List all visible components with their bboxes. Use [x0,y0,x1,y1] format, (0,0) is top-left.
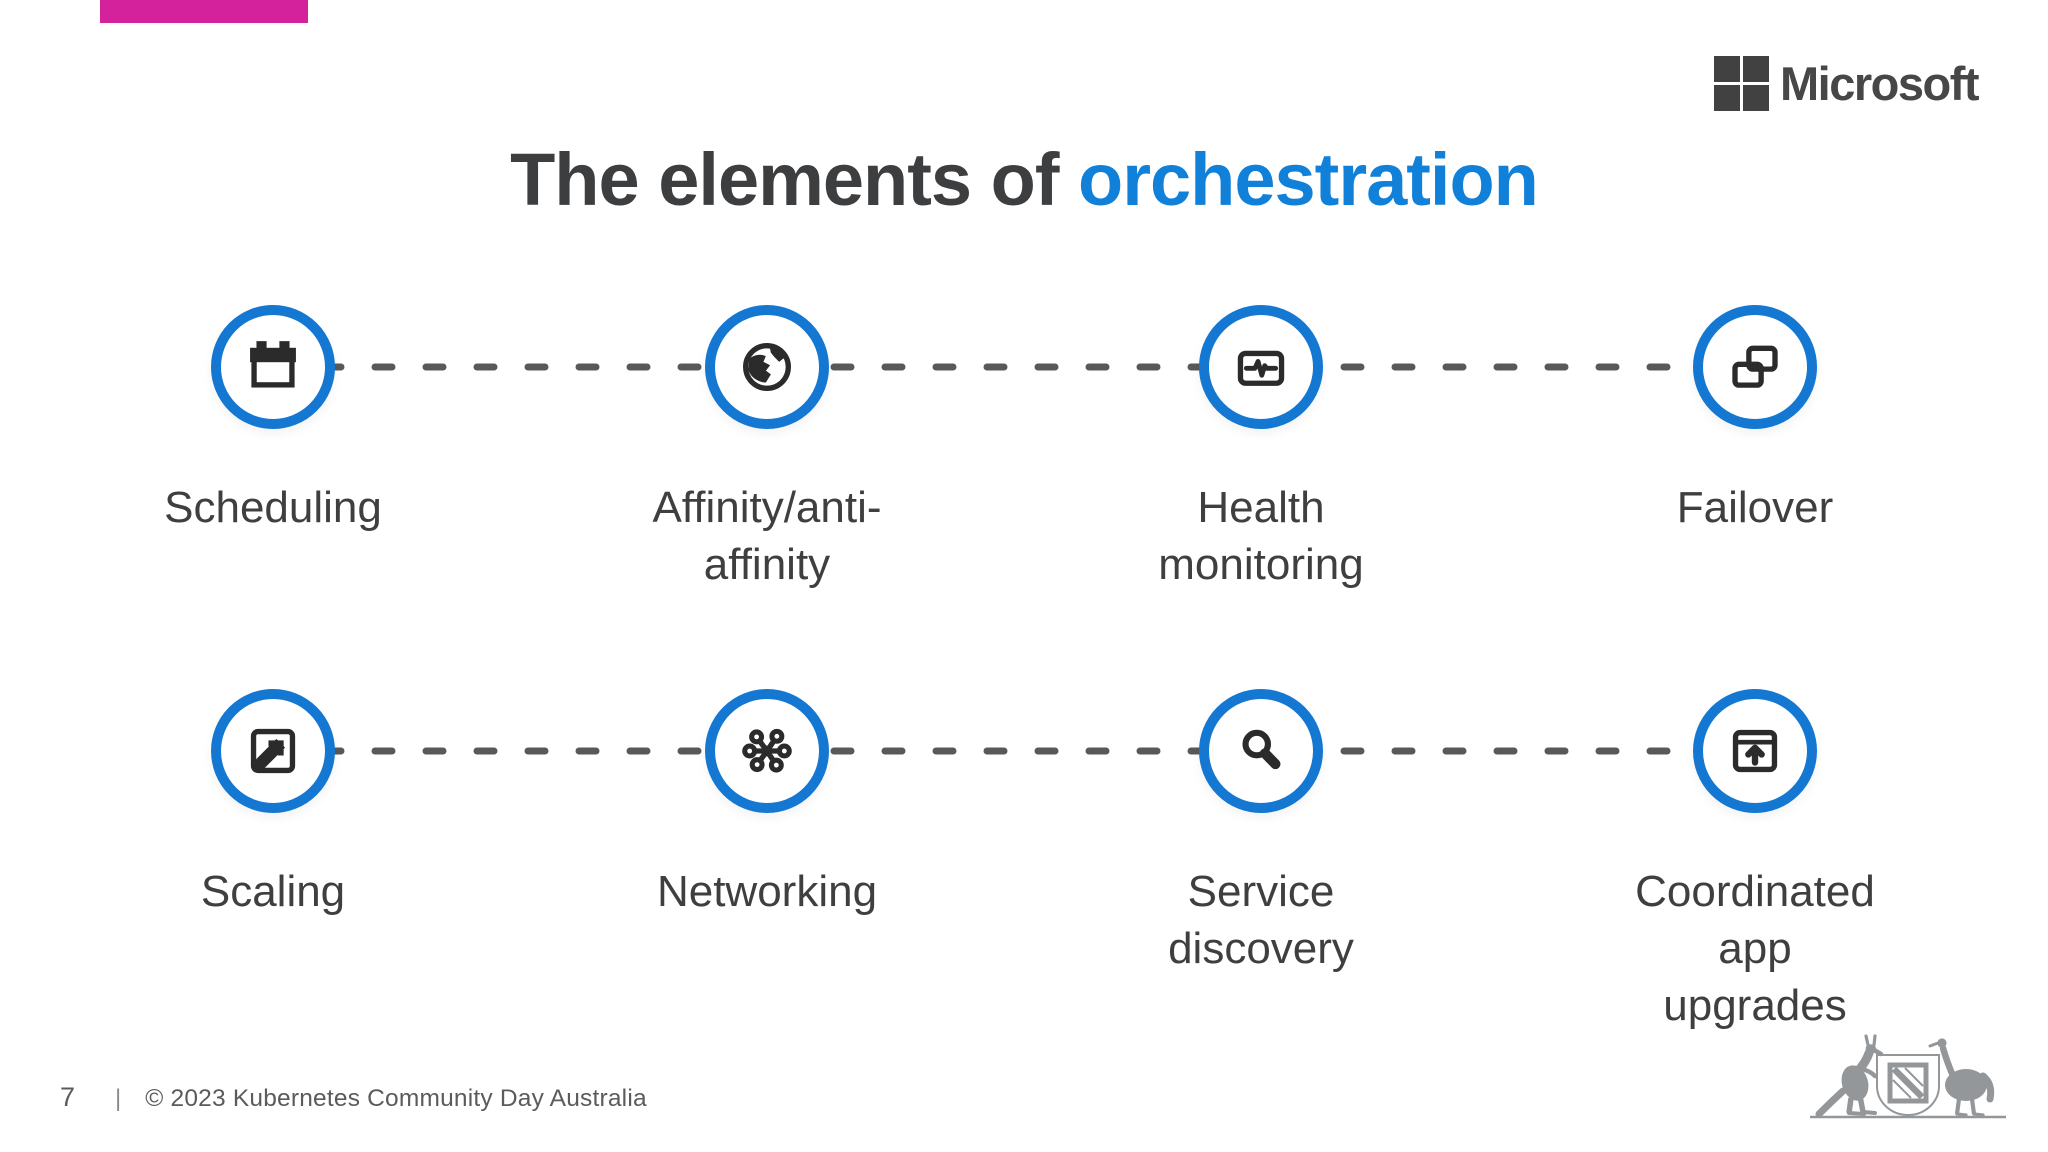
emu-silhouette [1928,1038,1995,1117]
icon-badge [1199,689,1323,813]
element-failover: Failover [1508,305,2002,593]
pulse-monitor-icon [1237,350,1285,386]
element-scheduling: Scheduling [26,305,520,593]
logo-square [1714,85,1740,111]
window-upload-icon [1732,729,1778,773]
icon-badge [705,689,829,813]
title-prefix: The elements of [510,138,1079,221]
element-label: Coordinated app upgrades [1635,867,1875,1030]
element-label: Affinity/anti- affinity [652,483,882,589]
element-label: Networking [656,867,878,916]
elements-row-1: Scheduling Affinity/anti- affinity Healt… [26,305,2002,593]
dashed-connector-row-1 [269,363,1761,371]
element-health-monitoring: Health monitoring [1014,305,1508,593]
shield-emblem [1887,1062,1929,1104]
microsoft-logo: Microsoft [1714,56,1980,111]
page-number: 7 [60,1082,76,1112]
footer-divider: | [115,1085,122,1112]
element-label: Failover [1676,483,1834,532]
page-title: The elements of orchestration [0,134,2048,226]
logo-square [1743,85,1769,111]
kcd-australia-coat-of-arms-logo [1810,1034,2006,1119]
scale-out-icon [250,728,296,774]
icon-badge [705,305,829,429]
elements-row-2: Scaling [26,689,2002,1034]
element-label: Scheduling [164,483,382,532]
element-label: Health monitoring [1158,483,1364,589]
element-networking: Networking [520,689,1014,1034]
icon-badge [1693,689,1817,813]
network-hub-icon [742,728,792,773]
icon-badge [1693,305,1817,429]
element-label: Service discovery [1168,867,1354,973]
element-affinity: Affinity/anti- affinity [520,305,1014,593]
microsoft-squares-icon [1714,56,1769,111]
logo-square [1743,56,1769,82]
calendar-icon [250,341,296,388]
element-scaling: Scaling [26,689,520,1034]
footer: 7 | © 2023 Kubernetes Community Day Aust… [60,1082,647,1113]
element-app-upgrades: Coordinated app upgrades [1508,689,2002,1034]
icon-badge [211,305,335,429]
copyright-text: © 2023 Kubernetes Community Day Australi… [145,1085,647,1112]
icon-badge [1199,305,1323,429]
overlapping-windows-icon [1732,345,1778,388]
globe-icon [743,343,791,391]
icon-badge [211,689,335,813]
element-label: Scaling [200,867,346,916]
logo-square [1714,56,1740,82]
accent-bar [100,0,308,23]
title-highlight: orchestration [1078,138,1539,221]
element-service-discovery: Service discovery [1014,689,1508,1034]
kangaroo-silhouette [1815,1034,1884,1118]
dashed-connector-row-2 [269,747,1761,755]
magnifier-icon [1242,729,1281,770]
microsoft-wordmark: Microsoft [1780,57,1980,110]
